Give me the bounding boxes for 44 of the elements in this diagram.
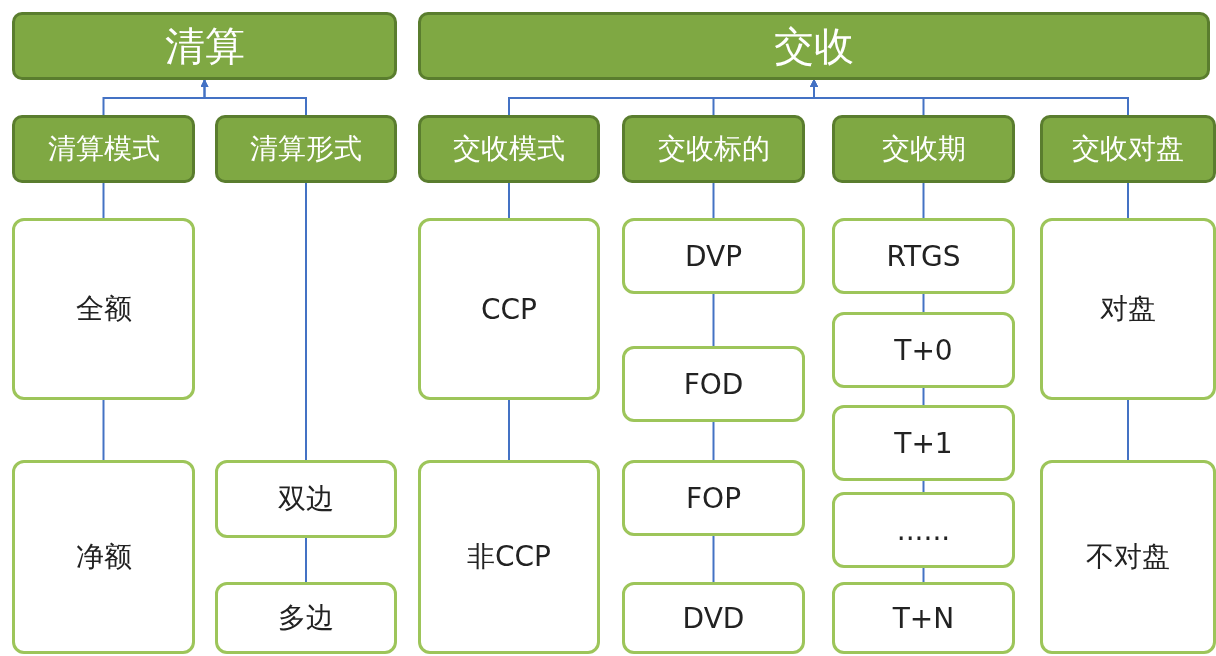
connector-line — [305, 537, 307, 583]
connector-line — [508, 182, 510, 219]
item-box: T+N — [832, 582, 1015, 654]
item-box: RTGS — [832, 218, 1015, 294]
connector-line — [922, 293, 925, 313]
item-box: T+0 — [832, 312, 1015, 388]
category-box: 交收模式 — [418, 115, 600, 183]
item-box: 非CCP — [418, 460, 600, 654]
arrow — [810, 79, 1129, 116]
connector-line — [712, 535, 715, 583]
connector-line — [712, 293, 715, 347]
item-box: 双边 — [215, 460, 397, 538]
item-box: DVP — [622, 218, 805, 294]
connector-line — [305, 182, 307, 461]
connector-line — [102, 182, 105, 219]
item-box: DVD — [622, 582, 805, 654]
connector-line — [712, 182, 715, 219]
header-bar: 清算 — [12, 12, 397, 80]
item-box: CCP — [418, 218, 600, 400]
connector-line — [922, 182, 925, 219]
category-box: 交收期 — [832, 115, 1015, 183]
connector-line — [508, 399, 510, 461]
header-bar: 交收 — [418, 12, 1210, 80]
connector-line — [922, 567, 925, 583]
item-box: 净额 — [12, 460, 195, 654]
connector-line — [922, 387, 925, 406]
item-box: 全额 — [12, 218, 195, 400]
item-box: ...... — [832, 492, 1015, 568]
category-box: 交收对盘 — [1040, 115, 1216, 183]
item-box: 不对盘 — [1040, 460, 1216, 654]
connector-line — [712, 421, 715, 461]
item-box: 对盘 — [1040, 218, 1216, 400]
arrow — [200, 79, 307, 116]
item-box: FOP — [622, 460, 805, 536]
item-box: T+1 — [832, 405, 1015, 481]
connector-line — [102, 399, 105, 461]
category-box: 清算形式 — [215, 115, 397, 183]
category-box: 交收标的 — [622, 115, 805, 183]
connector-line — [1127, 182, 1129, 219]
connector-line — [922, 480, 925, 493]
item-box: 多边 — [215, 582, 397, 654]
item-box: FOD — [622, 346, 805, 422]
category-box: 清算模式 — [12, 115, 195, 183]
connector-line — [1127, 399, 1129, 461]
